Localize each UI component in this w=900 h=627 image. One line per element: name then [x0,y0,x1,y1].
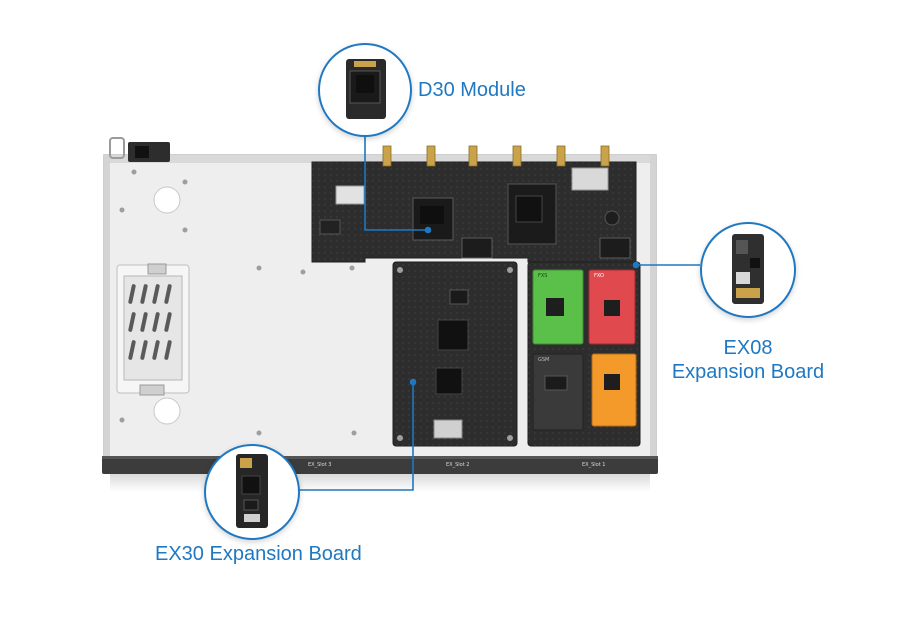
ex08-callout-circle [700,222,796,318]
board-mark-red: FXO [594,273,604,279]
antenna-connectors [382,145,610,167]
d30-callout-circle [318,43,412,137]
screw-dots [119,169,357,436]
power-supply [116,263,190,396]
board-mark-gray: GSM [538,357,550,363]
slot-label-1: EX_Slot 1 [582,462,606,468]
ex30-callout-circle [204,444,300,540]
d30-leader-line [364,122,428,231]
board-mark-green: FXS [538,273,548,279]
ex08-callout-subtitle: Expansion Board [671,361,825,383]
d30-module-icon [346,59,386,119]
main-board [311,145,637,263]
ex30-board [392,261,518,447]
slot-label-3: EX_Slot 3 [308,462,332,468]
ex08-carrier [527,261,641,447]
d30-callout-label: D30 Module [418,79,526,101]
slot-label-2: EX_Slot 2 [446,462,470,468]
callout-lines [296,122,700,491]
board-gray [532,353,584,431]
ex30-callout-label: EX30 Expansion Board [155,543,362,565]
ex08-callout-title: EX08 [723,337,773,359]
ex30-leader-line [296,382,414,491]
ex30-board-icon [236,454,268,528]
ex08-board-icon [732,234,764,304]
power-latch [109,137,125,159]
